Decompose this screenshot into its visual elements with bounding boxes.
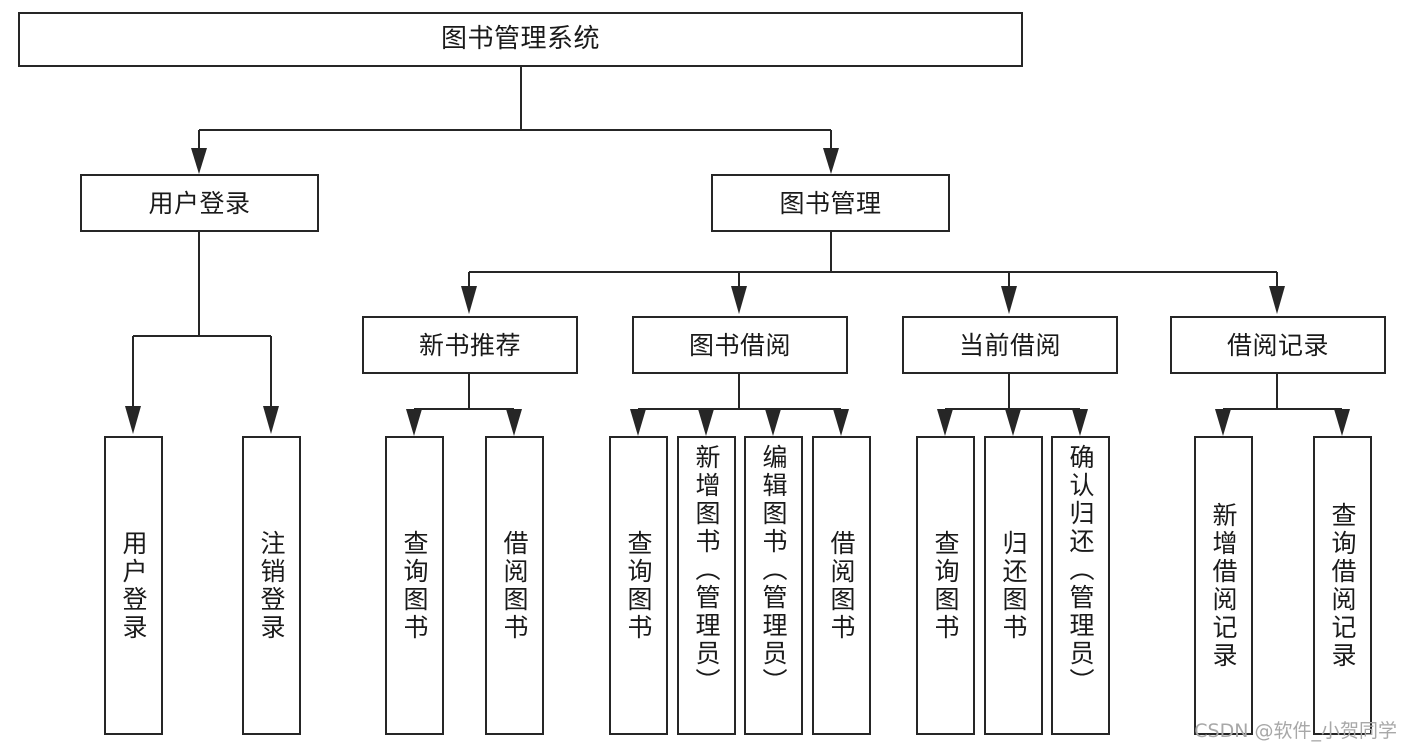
node-leaf-logout-label: 注销登录 <box>257 529 286 642</box>
arrow-leaf-query-book-2 <box>630 409 646 436</box>
node-book-borrow-label: 图书借阅 <box>688 330 791 360</box>
node-borrow-record-label: 借阅记录 <box>1226 330 1329 360</box>
node-leaf-query-book-1-label: 查询图书 <box>400 529 429 642</box>
node-leaf-confirm-return-label: 确认归还（管理员） <box>1066 444 1095 696</box>
arrow-borrow-record <box>1269 286 1285 314</box>
node-leaf-query-record[interactable]: 查询借阅记录 <box>1313 436 1372 735</box>
arrow-leaf-return-book <box>1005 409 1021 436</box>
node-leaf-user-login[interactable]: 用户登录 <box>104 436 163 735</box>
node-leaf-user-login-label: 用户登录 <box>119 529 148 642</box>
node-book-manage-label: 图书管理 <box>779 188 882 218</box>
node-leaf-return-book-label: 归还图书 <box>999 529 1028 642</box>
node-leaf-return-book[interactable]: 归还图书 <box>984 436 1043 735</box>
node-book-borrow[interactable]: 图书借阅 <box>632 316 848 374</box>
node-leaf-query-book-1[interactable]: 查询图书 <box>385 436 444 735</box>
arrow-leaf-user-login <box>125 406 141 434</box>
arrow-leaf-query-book-3 <box>937 409 953 436</box>
node-current-borrow[interactable]: 当前借阅 <box>902 316 1118 374</box>
arrow-leaf-confirm-return <box>1072 409 1088 436</box>
node-new-book-rec-label: 新书推荐 <box>418 330 521 360</box>
node-leaf-borrow-book-1-label: 借阅图书 <box>500 529 529 642</box>
arrow-leaf-add-record <box>1215 409 1231 436</box>
arrow-leaf-borrow-book-2 <box>833 409 849 436</box>
node-root[interactable]: 图书管理系统 <box>18 12 1023 67</box>
arrow-leaf-borrow-book-1 <box>506 409 522 436</box>
arrow-new-book-rec <box>461 286 477 314</box>
node-leaf-query-book-2-label: 查询图书 <box>624 529 653 642</box>
node-new-book-rec[interactable]: 新书推荐 <box>362 316 578 374</box>
node-user-login-label: 用户登录 <box>148 188 251 218</box>
node-leaf-add-record-label: 新增借阅记录 <box>1209 501 1238 670</box>
arrow-leaf-query-book-1 <box>406 409 422 436</box>
node-leaf-edit-book-label: 编辑图书（管理员） <box>759 444 788 696</box>
node-leaf-borrow-book-2[interactable]: 借阅图书 <box>812 436 871 735</box>
arrow-book-manage <box>823 148 839 174</box>
node-leaf-edit-book[interactable]: 编辑图书（管理员） <box>744 436 803 735</box>
arrow-leaf-logout <box>263 406 279 434</box>
arrow-leaf-edit-book <box>765 409 781 436</box>
node-leaf-add-book-label: 新增图书（管理员） <box>692 444 721 696</box>
node-leaf-borrow-book-2-label: 借阅图书 <box>827 529 856 642</box>
node-leaf-query-book-2[interactable]: 查询图书 <box>609 436 668 735</box>
node-borrow-record[interactable]: 借阅记录 <box>1170 316 1386 374</box>
arrow-current-borrow <box>1001 286 1017 314</box>
node-book-manage[interactable]: 图书管理 <box>711 174 950 232</box>
node-root-label: 图书管理系统 <box>440 24 600 55</box>
arrow-book-borrow <box>731 286 747 314</box>
node-current-borrow-label: 当前借阅 <box>958 330 1061 360</box>
node-leaf-logout[interactable]: 注销登录 <box>242 436 301 735</box>
arrow-leaf-query-record <box>1334 409 1350 436</box>
arrow-user-login <box>191 148 207 174</box>
node-leaf-confirm-return[interactable]: 确认归还（管理员） <box>1051 436 1110 735</box>
node-leaf-add-record[interactable]: 新增借阅记录 <box>1194 436 1253 735</box>
node-leaf-query-book-3[interactable]: 查询图书 <box>916 436 975 735</box>
node-leaf-borrow-book-1[interactable]: 借阅图书 <box>485 436 544 735</box>
watermark: CSDN @软件_小贺同学 <box>1194 720 1397 742</box>
node-user-login[interactable]: 用户登录 <box>80 174 319 232</box>
node-leaf-query-book-3-label: 查询图书 <box>931 529 960 642</box>
node-leaf-query-record-label: 查询借阅记录 <box>1328 501 1357 670</box>
arrow-leaf-add-book <box>698 409 714 436</box>
node-leaf-add-book[interactable]: 新增图书（管理员） <box>677 436 736 735</box>
